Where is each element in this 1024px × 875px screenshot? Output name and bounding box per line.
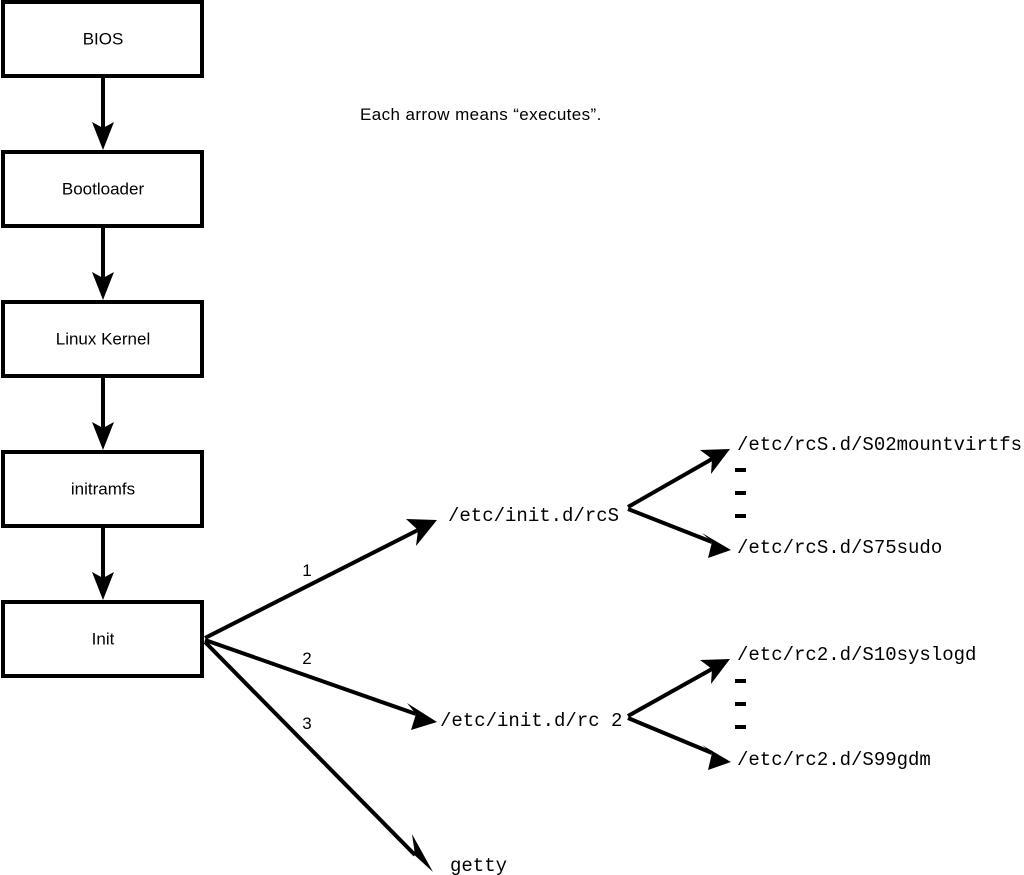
node-bios-box[interactable] [1,0,204,78]
arrow-init-branch-3 [203,640,433,872]
rcs-last-script-label: /etc/rcS.d/S75sudo [737,537,942,559]
branch-1-number: 1 [302,561,311,580]
node-init-label: Init [92,629,115,648]
node-initramfs-label: initramfs [71,479,135,498]
branch-2-target-label: /etc/init.d/rc 2 [440,710,622,732]
branch-3-number: 3 [302,714,311,733]
arrow-bootloader-to-kernel [92,226,114,300]
node-bootloader[interactable]: Bootloader [1,150,204,228]
arrow-init-branch-1 [204,519,437,640]
node-initramfs-box[interactable] [1,450,204,528]
rc2-ellipsis-dash-2 [735,702,746,706]
annotation-note: Each arrow means “executes”. [360,105,602,124]
rc2-ellipsis-dash-1 [735,679,746,683]
arrow-rc2-to-first-script [627,659,730,718]
arrow-init-branch-2 [204,638,437,730]
arrow-rcs-to-last-script [627,507,731,558]
branch-3-target-label: getty [450,855,507,875]
node-bios-label: BIOS [83,29,124,48]
rcs-ellipsis-dash-1 [735,468,746,472]
rcs-ellipsis-dash-3 [735,514,746,518]
arrow-rc2-to-last-script [627,716,731,770]
rc2-ellipsis-dash-3 [735,725,746,729]
node-bios[interactable]: BIOS [1,0,204,78]
branch-2-number: 2 [302,649,311,668]
node-bootloader-label: Bootloader [62,179,145,198]
rc2-first-script-label: /etc/rc2.d/S10syslogd [737,644,976,666]
node-init[interactable]: Init [1,600,204,678]
node-initramfs[interactable]: initramfs [1,450,204,528]
rcs-first-script-label: /etc/rcS.d/S02mountvirtfs [737,434,1022,456]
rcs-ellipsis-dash-2 [735,491,746,495]
arrow-initramfs-to-init [92,526,114,600]
node-kernel[interactable]: Linux Kernel [1,300,204,378]
rc2-last-script-label: /etc/rc2.d/S99gdm [737,749,931,771]
arrow-bios-to-bootloader [92,76,114,150]
arrow-rcs-to-first-script [627,449,730,509]
node-kernel-label: Linux Kernel [56,329,151,348]
arrow-kernel-to-initramfs [92,376,114,450]
branch-1-target-label: /etc/init.d/rcS [448,505,619,527]
node-init-box[interactable] [1,600,204,678]
